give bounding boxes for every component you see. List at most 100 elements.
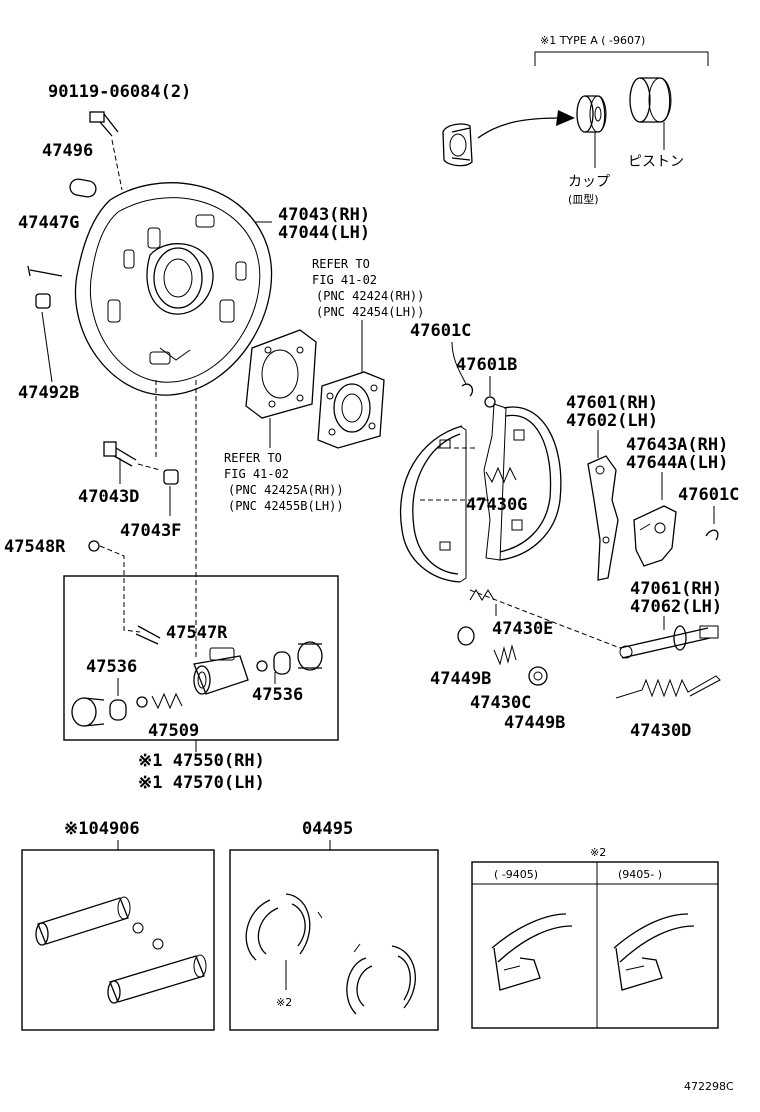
label-47496: 47496 — [42, 141, 93, 161]
refer-lower-line3: (PNC 42425A(RH)) — [228, 483, 344, 497]
label-47509: 47509 — [148, 721, 199, 741]
refer-upper-line1: REFER TO — [312, 257, 370, 271]
label-47449b-right: 47449B — [504, 713, 565, 733]
label-47548r: 47548R — [4, 537, 66, 557]
label-47061: 47061(RH) — [630, 579, 722, 599]
refer-upper-line3: (PNC 42424(RH)) — [316, 289, 424, 303]
e-clip-icon — [461, 383, 474, 397]
piston-icon — [629, 77, 672, 123]
refer-lower-line2: FIG 41-02 — [224, 467, 289, 481]
parking-lever-icon — [587, 455, 619, 581]
label-47601b: 47601B — [456, 355, 517, 375]
label-47430d: 47430D — [630, 721, 691, 741]
label-47449b-left: 47449B — [430, 669, 491, 689]
wheel-cylinder-box — [63, 575, 339, 741]
label-47492b: 47492B — [18, 383, 79, 403]
label-47536-right: 47536 — [252, 685, 303, 705]
shoe-kit-icon — [245, 893, 416, 1015]
label-47430g: 47430G — [466, 495, 527, 515]
label-47547r: 47547R — [166, 623, 228, 643]
cup-type-label: (皿型) — [568, 192, 599, 206]
piston-label: ピストン — [628, 154, 684, 170]
note2-box — [471, 861, 719, 1029]
hold-cup-47449b-left-icon — [457, 626, 475, 646]
wheel-cylinder-body-icon — [193, 647, 249, 695]
label-04495: 04495 — [302, 819, 353, 839]
nut-47492b-icon — [35, 293, 51, 309]
label-47430e: 47430E — [492, 619, 553, 639]
adjuster-guide — [469, 589, 621, 649]
spring-47430g-icon — [485, 466, 517, 484]
label-47043d: 47043D — [78, 487, 139, 507]
cylinder-kit-icon — [35, 896, 207, 1004]
shoe-variant-new-icon — [613, 913, 695, 991]
label-47601c-right: 47601C — [678, 485, 739, 505]
wheel-cylinder-small-icon — [442, 123, 473, 167]
spring-47430d-icon — [615, 675, 721, 699]
refer-upper-line4: (PNC 42454(LH)) — [316, 305, 424, 319]
note2-title: ※2 — [590, 846, 606, 859]
bolt-guide-2 — [137, 463, 161, 471]
label-47044: 47044(LH) — [278, 223, 370, 243]
label-47430c: 47430C — [470, 693, 531, 713]
refer-lower-line1: REFER TO — [224, 451, 282, 465]
nut-leader — [41, 311, 53, 383]
plug-icon — [69, 178, 97, 198]
note2-col2: (9405- ) — [618, 868, 662, 881]
adjuster-icon — [619, 625, 719, 659]
kit-04906-box — [21, 849, 215, 1031]
bolt-guide — [111, 139, 123, 191]
clip-47601c-leader — [451, 341, 467, 385]
label-47643a: 47643A(RH) — [626, 435, 728, 455]
label-47644a: 47644A(LH) — [626, 453, 728, 473]
shoe-variant-old-icon — [491, 913, 573, 991]
gasket-icon — [245, 329, 317, 419]
label-47447g: 47447G — [18, 213, 79, 233]
bolt-47447g-icon — [27, 265, 63, 277]
cup-label: カップ — [568, 174, 610, 190]
cup-icon — [576, 95, 607, 133]
strut-icon — [633, 505, 677, 567]
arrow-head-icon — [556, 110, 575, 126]
washer-icon — [484, 396, 496, 408]
label-47062: 47062(LH) — [630, 597, 722, 617]
bolt-47043d-icon — [103, 441, 137, 467]
kit-04495-box — [229, 849, 439, 1031]
refer-upper-note: REFER TO FIG 41-02 (PNC 42424(RH)) (PNC … — [312, 257, 424, 319]
bearing-icon — [317, 371, 385, 449]
label-47570: ※1 47570(LH) — [138, 773, 265, 793]
refer-lower-line4: (PNC 42455B(LH)) — [228, 499, 344, 513]
figure-id: 472298C — [684, 1080, 734, 1093]
left-piston-icon — [71, 692, 183, 727]
type-a-note: ※1 TYPE A ( -9607) カップ (皿型) ピストン — [442, 34, 709, 206]
label-04906: ※104906 — [64, 819, 140, 839]
arrow-line — [477, 117, 561, 139]
backing-plate-icon — [74, 182, 273, 396]
spring-47430c-icon — [493, 644, 517, 666]
bolt-icon — [89, 111, 119, 137]
label-47602: 47602(LH) — [566, 411, 658, 431]
label-47043f: 47043F — [120, 521, 181, 541]
type-a-bracket — [534, 51, 709, 66]
bleeder-guide — [99, 545, 141, 633]
bleeder-plug-icon — [135, 625, 161, 645]
label-47601c-top: 47601C — [410, 321, 471, 341]
right-piston-icon — [256, 641, 323, 675]
refer-lower-note: REFER TO FIG 41-02 (PNC 42425A(RH)) (PNC… — [224, 451, 344, 513]
c-clip-icon — [705, 529, 719, 541]
note2-col1: ( -9405) — [494, 868, 538, 881]
spring-47430e-icon — [469, 589, 495, 601]
refer-upper-line2: FIG 41-02 — [312, 273, 377, 287]
hold-cup-47449b-right-icon — [528, 666, 548, 686]
note2-mark: ※2 — [276, 996, 292, 1009]
type-a-label: ※1 TYPE A ( -9607) — [540, 34, 645, 47]
brake-shoe-right-icon — [483, 403, 562, 561]
label-47043: 47043(RH) — [278, 205, 370, 225]
label-47550: ※1 47550(RH) — [138, 751, 265, 771]
label-90119-06084: 90119-06084(2) — [48, 82, 191, 102]
label-47601: 47601(RH) — [566, 393, 658, 413]
bleeder-cap-icon — [88, 540, 100, 552]
nut-47043f-icon — [163, 469, 179, 485]
brake-shoe-left-icon — [400, 425, 467, 583]
